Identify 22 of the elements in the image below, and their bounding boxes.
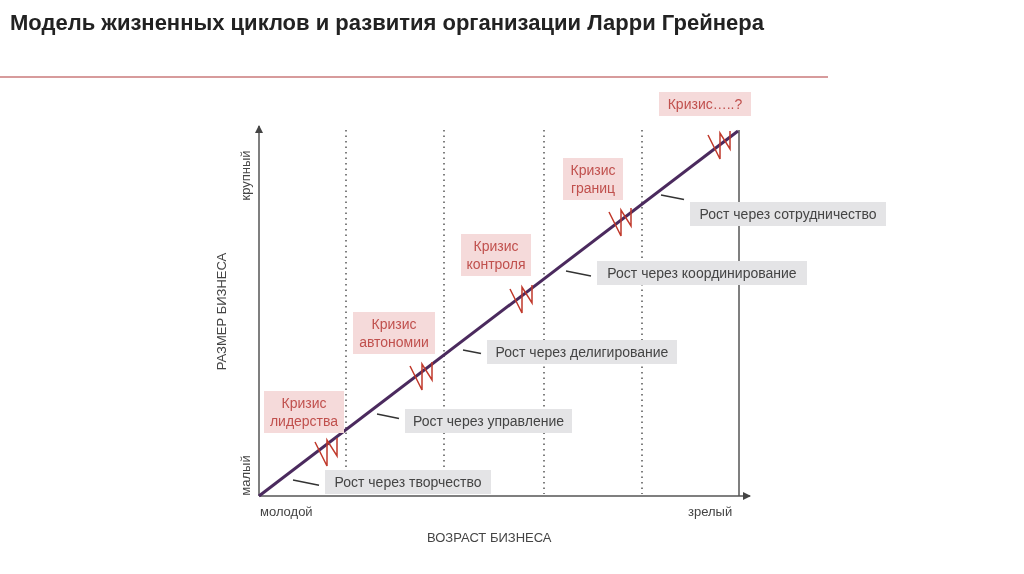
title: Модель жизненных циклов и развития организации Ларри Грейнера [10, 9, 765, 37]
x-tick-label: зрелый [688, 504, 733, 519]
x-axis-title: ВОЗРАСТ БИЗНЕСА [427, 530, 552, 545]
growth-stage-label: Рост через координирование [597, 261, 807, 285]
growth-stage-label: Рост через сотрудничество [690, 202, 886, 226]
x-tick-label: молодой [260, 504, 313, 519]
crisis-label: Кризис автономии [353, 312, 435, 354]
growth-stage-label: Рост через делигирование [487, 340, 677, 364]
crisis-label: Кризис контроля [461, 234, 531, 276]
leader-line [462, 349, 482, 355]
crisis-label: Кризис границ [563, 158, 623, 200]
y-tick-label: малый [237, 455, 253, 496]
leader-line [565, 270, 592, 277]
crisis-label: Кризис…..? [659, 92, 751, 116]
growth-stage-label: Рост через управление [405, 409, 572, 433]
leader-line [292, 479, 320, 486]
growth-stage-label: Рост через творчество [325, 470, 491, 494]
leader-line [376, 413, 400, 420]
leader-line [660, 194, 685, 201]
y-tick-label: крупный [237, 150, 253, 201]
y-axis-title: РАЗМЕР БИЗНЕСА [214, 252, 230, 371]
crisis-label: Кризис лидерства [264, 391, 344, 433]
